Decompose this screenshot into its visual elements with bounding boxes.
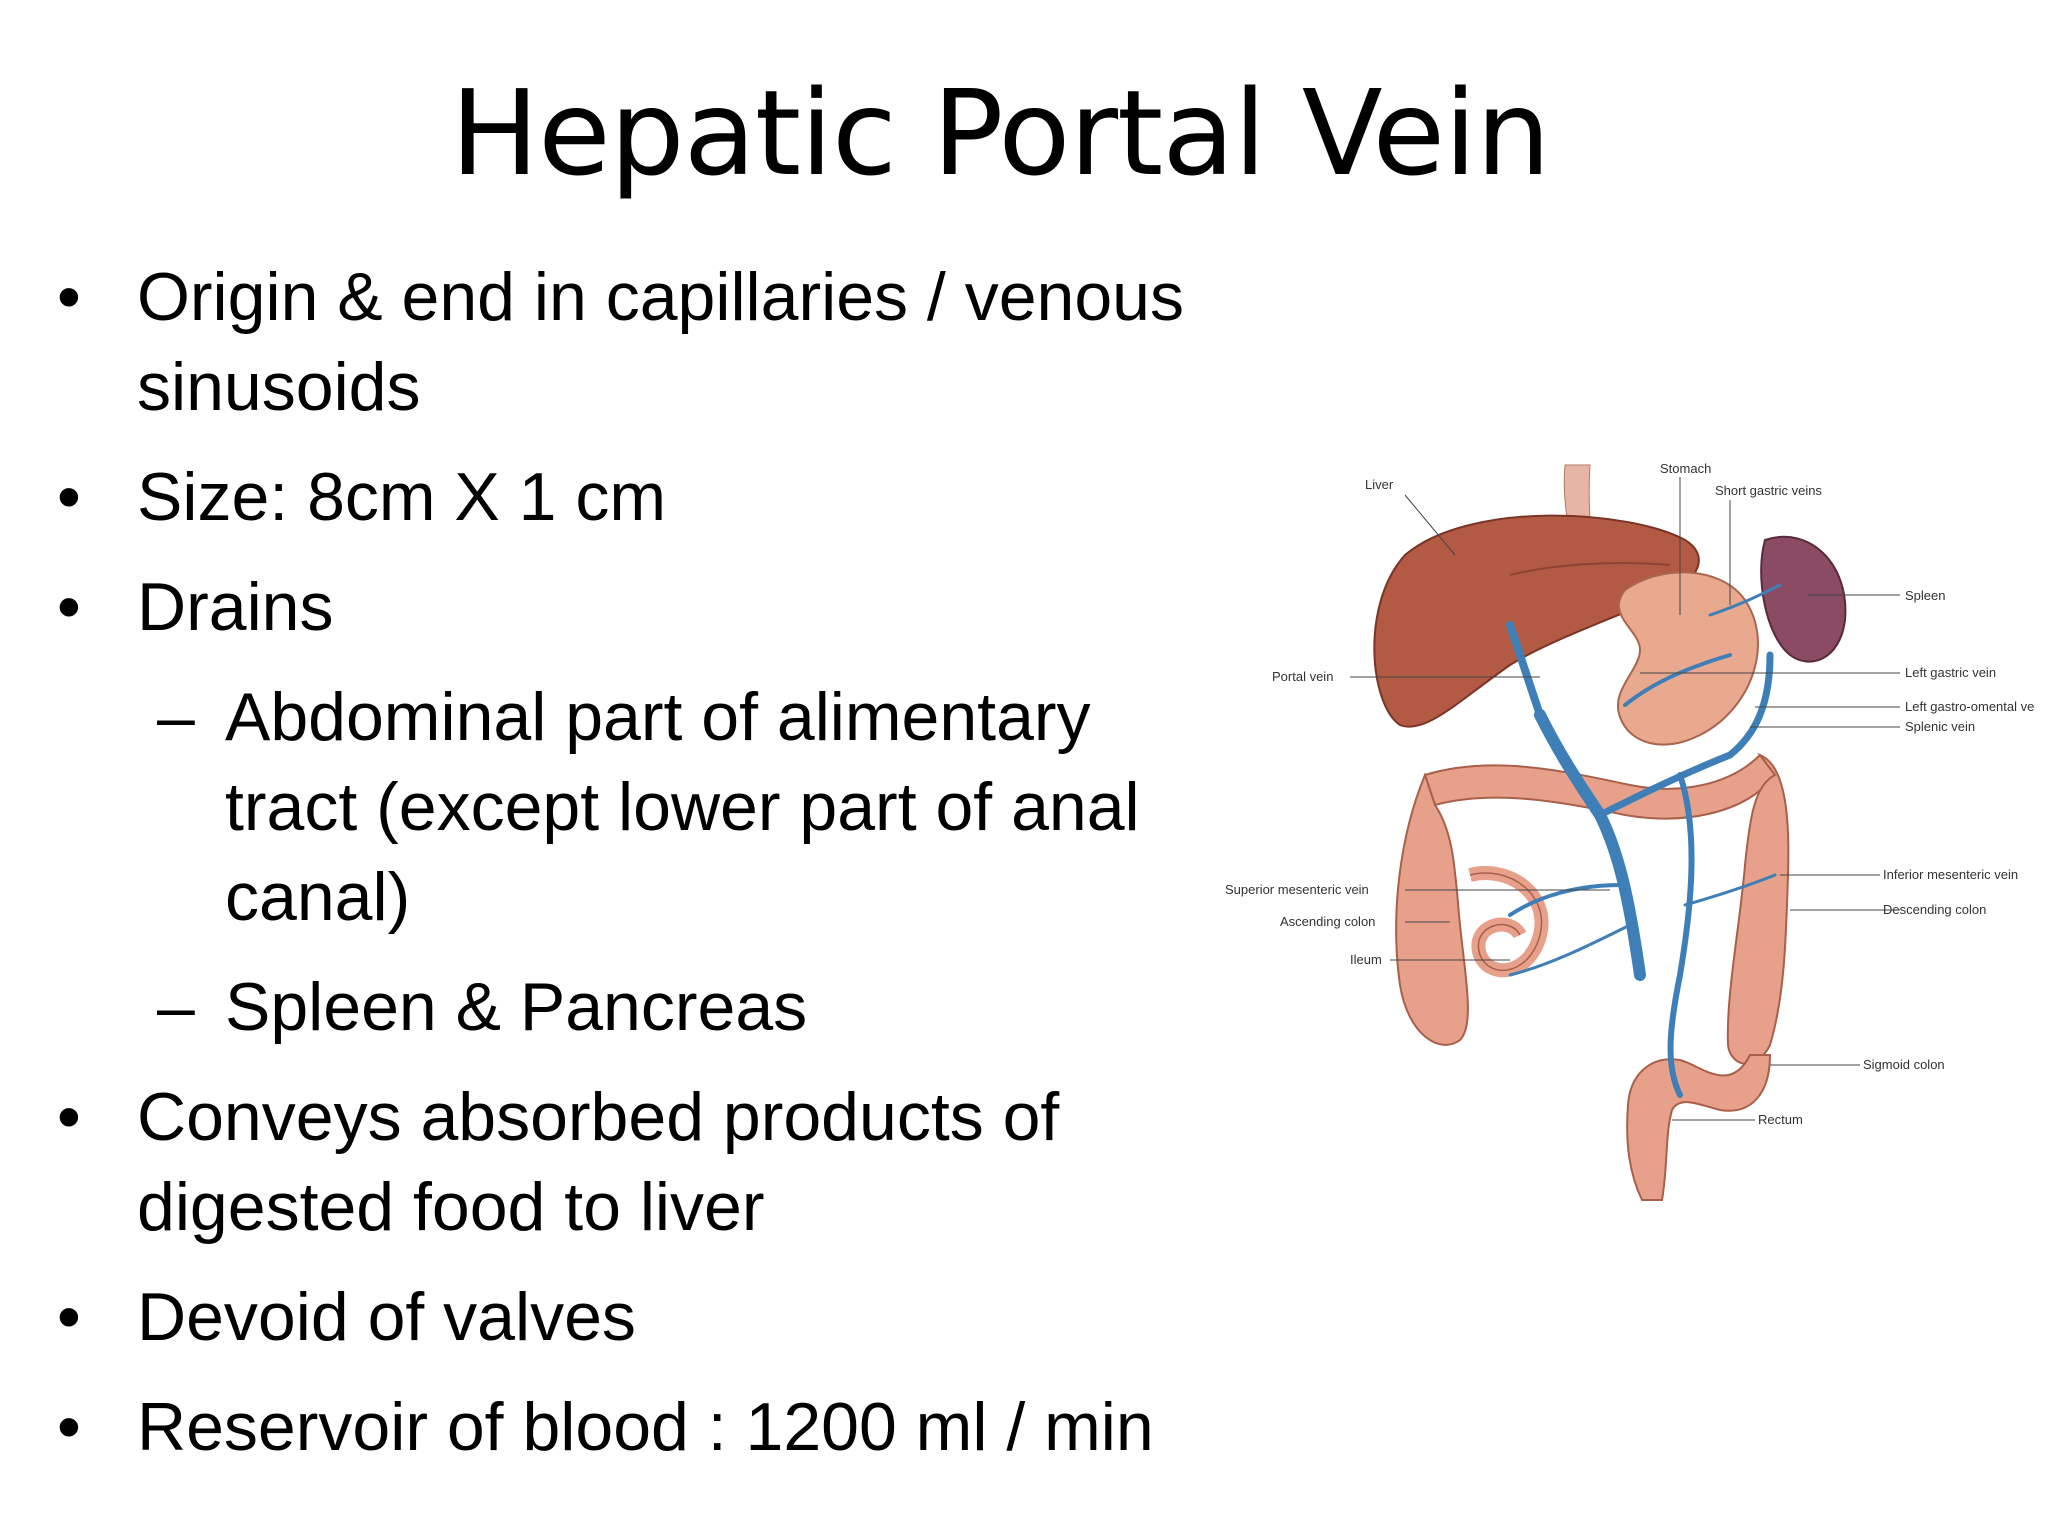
sub-bullet-text: Abdominal part of alimentary tract (exce… [225,679,1140,935]
liver-shape [1373,514,1700,728]
label-liver: Liver [1365,477,1394,492]
label-left-gastric: Left gastric vein [1905,665,1996,680]
bullet-item: • Devoid of valves [55,1272,1235,1362]
diagram-labels [1350,477,1900,1121]
bullet-text: Devoid of valves [137,1279,636,1355]
label-left-gastro-omental: Left gastro-omental ve [1905,699,2034,714]
bullet-marker: • [57,259,81,335]
bullet-marker: • [57,459,81,535]
label-inferior-mesenteric: Inferior mesenteric vein [1883,867,2018,882]
sub-bullet-item: – Spleen & Pancreas [55,962,1235,1052]
label-ileum: Ileum [1350,952,1382,967]
label-portal-vein: Portal vein [1272,669,1333,684]
bullet-text: Drains [137,569,334,645]
label-descending-colon: Descending colon [1883,902,1986,917]
bullet-item: • Conveys absorbed products of digested … [55,1072,1235,1252]
sub-bullet-marker: – [157,969,195,1045]
bullet-text: Origin & end in capillaries / venous sin… [137,259,1184,425]
sub-bullet-marker: – [157,679,195,755]
spleen-shape [1760,535,1847,663]
bullet-item: • Drains [55,562,1235,652]
bullet-item: • Size: 8cm X 1 cm [55,452,1235,542]
label-sigmoid-colon: Sigmoid colon [1863,1057,1945,1072]
bullet-item: • Reservoir of blood : 1200 ml / min [55,1382,1235,1472]
label-rectum: Rectum [1758,1112,1803,1127]
bullet-marker: • [57,1079,81,1155]
sub-bullet-text: Spleen & Pancreas [225,969,808,1045]
sub-bullet-item: – Abdominal part of alimentary tract (ex… [55,672,1235,942]
portal-vein-diagram: Liver Stomach Short gastric veins Spleen… [1225,461,2034,1201]
sigmoid-rectum-shape [1626,1054,1772,1201]
ascending-colon-shape [1395,772,1469,1046]
bullet-text: Conveys absorbed products of digested fo… [137,1079,1060,1245]
bullet-text: Reservoir of blood : 1200 ml / min [137,1389,1154,1465]
label-superior-mesenteric: Superior mesenteric vein [1225,882,1369,897]
bullet-marker: • [57,569,81,645]
slide-title: Hepatic Portal Vein [450,64,1550,202]
label-splenic: Splenic vein [1905,719,1975,734]
label-ascending-colon: Ascending colon [1280,914,1375,929]
portal-venous-system [1506,583,1782,1098]
bullet-item: • Origin & end in capillaries / venous s… [55,252,1235,432]
label-stomach: Stomach [1660,461,1711,476]
stomach-shape [1617,571,1759,746]
bullet-marker: • [57,1389,81,1465]
label-short-gastric: Short gastric veins [1715,483,1822,498]
label-spleen: Spleen [1905,588,1945,603]
bullet-text: Size: 8cm X 1 cm [137,459,667,535]
bullet-list: • Origin & end in capillaries / venous s… [55,252,1235,1492]
bullet-marker: • [57,1279,81,1355]
